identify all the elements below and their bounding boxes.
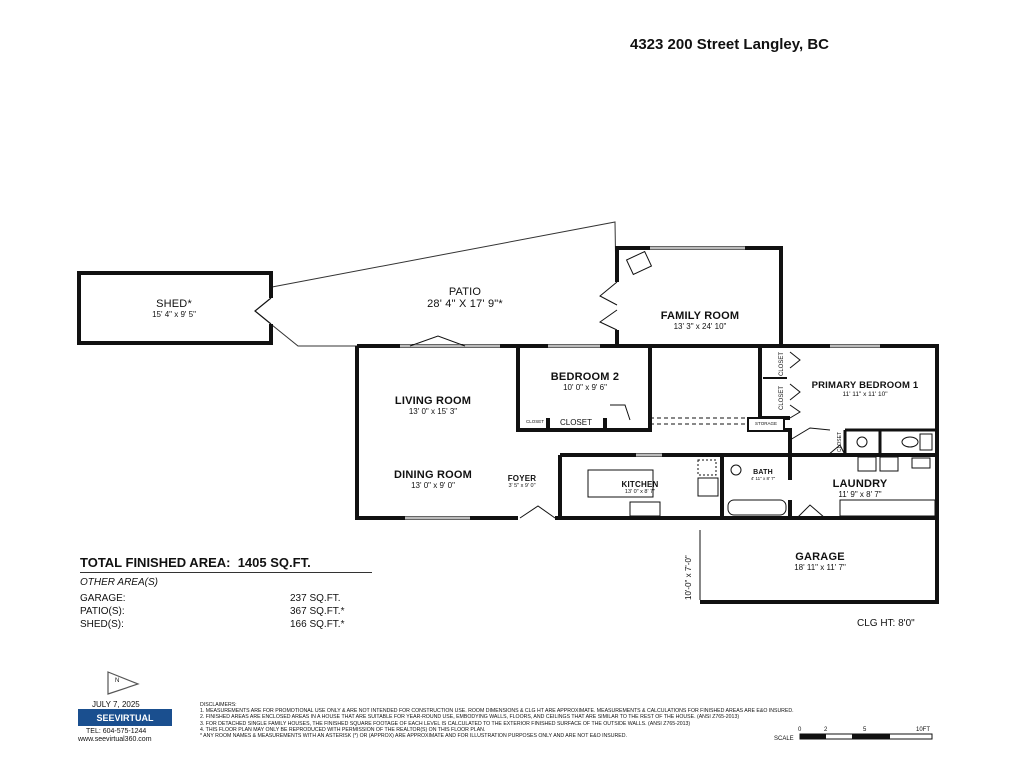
primary-closet-door-swing <box>789 351 801 419</box>
family-room-wall <box>615 246 783 348</box>
disclaimer-line: 4. THIS FLOOR PLAN MAY ONLY BE REPRODUCE… <box>200 726 486 733</box>
room-primary-bedroom: PRIMARY BEDROOM 1 11' 11" x 11' 10" <box>811 380 919 398</box>
fireplace <box>625 250 653 276</box>
bedroom-2-wall <box>516 346 652 432</box>
washer <box>857 456 877 472</box>
other-areas-heading: OTHER AREA(S) <box>80 577 158 588</box>
storage-box <box>747 417 785 432</box>
room-bedroom-2: BEDROOM 2 10' 0" x 9' 6" <box>550 371 620 392</box>
scale-tick: 2 <box>824 727 828 733</box>
disclaimer-line: 2. FINISHED AREAS ARE ENCLOSED AREAS IN … <box>200 714 740 721</box>
disclaimers: DISCLAIMERS: 1. MEASUREMENTS ARE FOR PRO… <box>200 702 960 739</box>
scale-tick: 0 <box>798 727 802 733</box>
patio-outline <box>271 221 618 347</box>
scale-tick: 10FT <box>916 727 931 733</box>
area-row-patio: PATIO(S):367 SQ.FT.* <box>80 606 345 617</box>
area-row-garage: GARAGE:237 SQ.FT. <box>80 593 341 604</box>
property-address: 4323 200 Street Langley, BC <box>630 36 829 53</box>
shed-door-swing <box>254 297 272 325</box>
garage-wall <box>700 516 939 604</box>
closet-label-bedroom-2: CLOSET <box>559 418 592 427</box>
room-family: FAMILY ROOM 13' 3" x 24' 10" <box>660 310 740 331</box>
room-bath: BATH 4' 11" x 8' 7" <box>750 469 776 481</box>
scale-label: SCALE <box>774 736 794 742</box>
kitchen-counter <box>587 469 654 498</box>
disclaimer-line: 1. MEASUREMENTS ARE FOR PROMOTIONAL USE … <box>200 708 794 715</box>
north-arrow-icon <box>107 671 140 695</box>
disclaimer-line: * ANY ROOM NAMES & MEASUREMENTS WITH AN … <box>200 733 627 740</box>
primary-bedroom-wall <box>758 346 937 457</box>
brand-phone: TEL: 604-575-1244 <box>86 728 147 735</box>
room-shed: SHED* 15' 4" x 9' 5" <box>152 298 196 319</box>
patio-door-swing <box>409 335 466 347</box>
closet-label-primary-2: CLOSET <box>779 385 785 410</box>
brand-website: www.seevirtual360.com <box>78 736 152 743</box>
room-living: LIVING ROOM 13' 0" x 15' 3" <box>394 395 472 416</box>
closet-label-laundry: CLOSET <box>837 431 843 452</box>
bedroom-2-door-swing <box>610 404 631 421</box>
brand-logo: SEEVIRTUAL <box>78 709 172 726</box>
bathtub <box>727 499 787 516</box>
scale-tick: 5 <box>863 727 867 733</box>
plan-date: JULY 7, 2025 <box>92 700 140 709</box>
room-garage: GARAGE 18' 11" x 11' 7" <box>794 551 846 572</box>
family-room-door-swing <box>599 281 618 331</box>
hall-dashed <box>650 417 745 425</box>
room-foyer: FOYER 3' 5" x 9' 0" <box>507 474 537 489</box>
disclaimer-heading: DISCLAIMERS: <box>200 702 237 708</box>
foyer-door-swing <box>519 505 556 519</box>
room-laundry: LAUNDRY 11' 9" x 8' 7" <box>832 478 888 499</box>
total-finished-area: TOTAL FINISHED AREA: 1405 SQ.FT. <box>80 555 311 570</box>
closet-label-primary-1: CLOSET <box>779 351 785 376</box>
disclaimer-line: 3. FOR DETACHED SINGLE FAMILY HOUSES, TH… <box>200 720 691 727</box>
scale-bar <box>799 733 933 740</box>
room-dining: DINING ROOM 13' 0" x 9' 0" <box>394 469 472 490</box>
range <box>629 501 661 517</box>
ceiling-height: CLG HT: 8'0" <box>857 618 915 629</box>
area-row-shed: SHED(S):166 SQ.FT.* <box>80 619 345 630</box>
garage-door-dimension: 10'-0" x 7'-0" <box>684 555 693 600</box>
brand-name: SEEVIRTUAL <box>96 712 154 723</box>
north-label: N <box>115 678 120 684</box>
storage-label: STORAGE <box>755 421 777 426</box>
dryer <box>879 456 899 472</box>
closet-label-small: CLOSET <box>525 419 544 424</box>
room-patio: PATIO 28' 4" X 17' 9"* <box>427 286 503 310</box>
ensuite-wall <box>843 428 937 455</box>
room-kitchen: KITCHEN 13' 0" x 8' 7" <box>621 480 659 495</box>
